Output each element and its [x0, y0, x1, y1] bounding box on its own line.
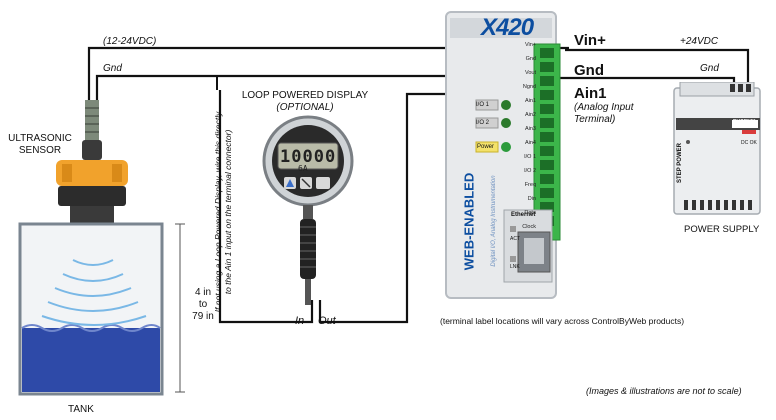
gnd-terminal-label: Gnd: [574, 62, 604, 79]
power-led-label: Power: [477, 144, 495, 150]
terminal-label: I/O 2: [524, 168, 536, 174]
range-mid: to: [198, 299, 208, 310]
supply-series-box: STEP POWER: [640, 143, 710, 183]
power-supply: [673, 82, 761, 215]
range-bracket: [175, 223, 185, 393]
supply-brand: PHOENIX CONTACT: [733, 119, 758, 130]
gnd-label-left: Gnd: [103, 63, 122, 74]
terminal-label: Vout: [524, 70, 536, 76]
terminal-label: Gnd: [525, 56, 536, 62]
vin-label: Vin+: [574, 32, 606, 49]
display-note-box: If not using a Loop Powered Display, wir…: [198, 112, 258, 322]
terminal-label: Ain4: [524, 140, 536, 146]
display-unit: 6A: [298, 164, 308, 173]
terminal-label: I/O 1: [524, 154, 536, 160]
supply-wire-right: [565, 48, 750, 82]
loop-display: [262, 115, 354, 305]
ethernet-label: Ethernet: [511, 212, 536, 218]
lnk-label: LNK: [510, 264, 520, 270]
in-label: In: [295, 315, 305, 327]
plus24-label: +24VDC: [680, 36, 719, 47]
supply-series: STEP POWER: [677, 143, 683, 183]
terminal-label: Freq: [524, 182, 536, 188]
terminal-label: Ain1: [524, 98, 536, 104]
terminal-label: Data: [524, 210, 536, 216]
io2-led-label: I/O 2: [476, 120, 490, 126]
terminal-label: Din: [527, 196, 536, 202]
supply-voltage-label: (12-24VDC): [103, 36, 157, 47]
ain1-description: (Analog Input Terminal): [574, 102, 634, 125]
controller-note: (terminal label locations will vary acro…: [440, 316, 685, 326]
supply-title: POWER SUPPLY: [684, 224, 760, 235]
loop-wire-in: [218, 90, 314, 324]
controller-subtitle: Digital I/O, Analog Instrumentation: [491, 175, 497, 267]
gnd-wire-left: [95, 74, 560, 105]
x420-controller: [445, 11, 561, 299]
gnd-label-right: Gnd: [700, 63, 719, 74]
terminal-label: Clock: [522, 224, 536, 230]
display-title: LOOP POWERED DISPLAY: [241, 90, 369, 101]
terminal-label: Ain3: [524, 126, 536, 132]
display-note: If not using a Loop Powered Display, wir…: [213, 111, 233, 313]
terminal-label: Vin+: [524, 42, 536, 48]
act-label: ACT: [510, 236, 520, 242]
range-top: 4 in: [194, 287, 212, 298]
terminal-label: Ngnd: [522, 84, 536, 90]
display-reading: 10000: [280, 147, 337, 167]
brand-strip: WEB-ENABLED Digital I/O, Analog Instrume…: [449, 172, 498, 282]
tank-title: TANK: [68, 404, 94, 415]
tank: [18, 222, 164, 396]
out-label: Out: [318, 315, 336, 327]
io1-led-label: I/O 1: [476, 102, 490, 108]
ain1-label: Ain1: [574, 85, 607, 102]
supply-wire-left: [87, 46, 569, 105]
scale-note: (Images & illustrations are not to scale…: [586, 386, 742, 396]
terminal-label: Ain2: [524, 112, 536, 118]
controller-brand: WEB-ENABLED: [461, 172, 477, 271]
display-optional: (OPTIONAL): [276, 102, 334, 113]
sensor-title: ULTRASONIC SENSOR: [8, 133, 72, 156]
controller-logo: X420: [481, 14, 534, 41]
gnd-wire-right: [560, 76, 736, 82]
range-bottom: 79 in: [192, 311, 214, 322]
ultrasonic-sensor: [56, 100, 128, 244]
supply-dc-ok: DC OK: [741, 140, 757, 146]
